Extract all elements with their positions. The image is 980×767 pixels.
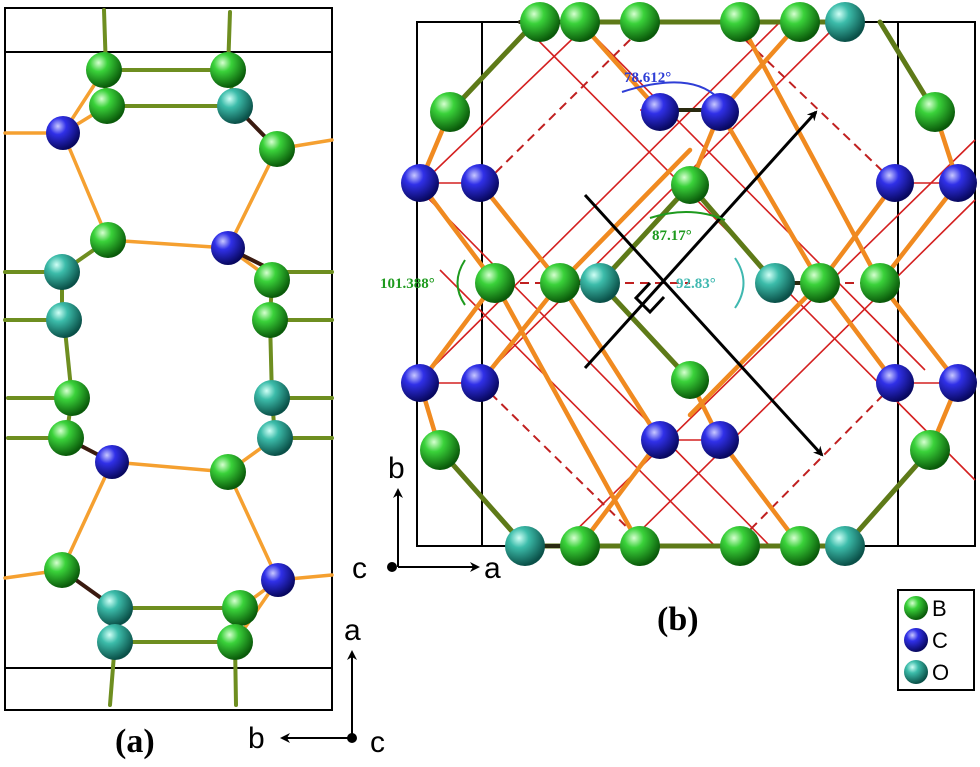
boron-atom bbox=[254, 262, 290, 298]
carbon-atom bbox=[876, 164, 914, 202]
oxygen-atom bbox=[580, 263, 620, 303]
carbon-atom bbox=[95, 445, 129, 479]
panel-a-axis-horizontal: b bbox=[248, 722, 265, 755]
carbon-atom bbox=[939, 164, 977, 202]
legend: B C O bbox=[897, 589, 975, 691]
boron-atom bbox=[54, 380, 90, 416]
boron-atom bbox=[86, 52, 122, 88]
boron-atom bbox=[671, 166, 709, 204]
boron-atom bbox=[420, 430, 460, 470]
boron-atom bbox=[860, 263, 900, 303]
carbon-atom bbox=[641, 421, 679, 459]
panel-b-axis-horizontal: a bbox=[484, 552, 501, 585]
carbon-atom bbox=[641, 93, 679, 131]
boron-atom bbox=[89, 88, 125, 124]
angle-label: 92.83° bbox=[676, 276, 716, 292]
angle-label: 101.388° bbox=[380, 276, 435, 292]
boron-atom bbox=[259, 131, 295, 167]
oxygen-atom bbox=[254, 380, 290, 416]
panel-b-label: (b) bbox=[657, 601, 699, 638]
boron-atom bbox=[560, 2, 600, 42]
boron-atom bbox=[800, 263, 840, 303]
panel-a: (a) a b c bbox=[3, 7, 385, 760]
oxygen-atom bbox=[217, 88, 253, 124]
carbon-atom bbox=[701, 93, 739, 131]
oxygen-atom bbox=[825, 526, 865, 566]
carbon-atom bbox=[261, 563, 295, 597]
panel-a-cell-box bbox=[4, 7, 333, 711]
carbon-atom bbox=[701, 421, 739, 459]
oxygen-atom bbox=[825, 2, 865, 42]
boron-atom bbox=[915, 92, 955, 132]
panel-b-red-dashed bbox=[479, 29, 896, 541]
boron-atom bbox=[210, 52, 246, 88]
panel-b-angle-arcs bbox=[456, 81, 745, 309]
legend-boron-swatch bbox=[904, 596, 928, 620]
oxygen-atom bbox=[97, 624, 133, 660]
boron-atom bbox=[252, 302, 288, 338]
panel-b-black-arrows bbox=[583, 110, 824, 457]
legend-carbon-swatch bbox=[904, 628, 928, 652]
carbon-atom bbox=[46, 116, 80, 150]
panel-b-axes: b a c bbox=[352, 452, 501, 585]
oxygen-atom bbox=[44, 254, 80, 290]
boron-atom bbox=[217, 624, 253, 660]
oxygen-atom bbox=[97, 590, 133, 626]
boron-atom bbox=[720, 2, 760, 42]
panel-a-label: (a) bbox=[115, 723, 155, 760]
angle-label: 87.17° bbox=[652, 228, 692, 244]
boron-atom bbox=[780, 526, 820, 566]
panel-a-axis-vertical: a bbox=[344, 614, 361, 647]
oxygen-atom bbox=[755, 263, 795, 303]
carbon-atom bbox=[461, 364, 499, 402]
boron-atom bbox=[720, 526, 760, 566]
panel-b-atoms bbox=[401, 2, 977, 566]
oxygen-atom bbox=[257, 420, 293, 456]
panel-b-axis-out: c bbox=[352, 552, 367, 585]
panel-a-olive-bonds bbox=[3, 8, 334, 707]
boron-atom bbox=[222, 590, 258, 626]
boron-atom bbox=[210, 454, 246, 490]
carbon-atom bbox=[211, 231, 245, 265]
angle-label: 78.612° bbox=[624, 70, 671, 86]
boron-atom bbox=[430, 92, 470, 132]
boron-atom bbox=[560, 526, 600, 566]
boron-atom bbox=[44, 552, 80, 588]
boron-atom bbox=[475, 263, 515, 303]
panel-a-dark-bonds bbox=[60, 104, 279, 610]
legend-label: B bbox=[932, 596, 947, 621]
carbon-atom bbox=[939, 364, 977, 402]
oxygen-atom bbox=[46, 302, 82, 338]
boron-atom bbox=[90, 222, 126, 258]
carbon-atom bbox=[876, 364, 914, 402]
legend-oxygen-swatch bbox=[904, 660, 928, 684]
boron-atom bbox=[620, 2, 660, 42]
panel-b-axis-vertical: b bbox=[388, 452, 405, 485]
boron-atom bbox=[520, 2, 560, 42]
boron-atom bbox=[540, 263, 580, 303]
carbon-atom bbox=[461, 164, 499, 202]
legend-label: O bbox=[932, 660, 949, 685]
panel-a-axis-out: c bbox=[370, 726, 385, 759]
boron-atom bbox=[780, 2, 820, 42]
carbon-atom bbox=[401, 364, 439, 402]
panel-a-axes: a b c bbox=[248, 614, 385, 759]
boron-atom bbox=[671, 361, 709, 399]
carbon-atom bbox=[401, 164, 439, 202]
boron-atom bbox=[620, 526, 660, 566]
panel-a-atoms bbox=[44, 52, 295, 660]
boron-atom bbox=[48, 420, 84, 456]
boron-atom bbox=[910, 430, 950, 470]
legend-label: C bbox=[932, 628, 948, 653]
panel-b: 78.612° 87.17° 101.388° 92.83° (b) b a c… bbox=[352, 2, 977, 691]
oxygen-atom bbox=[505, 526, 545, 566]
